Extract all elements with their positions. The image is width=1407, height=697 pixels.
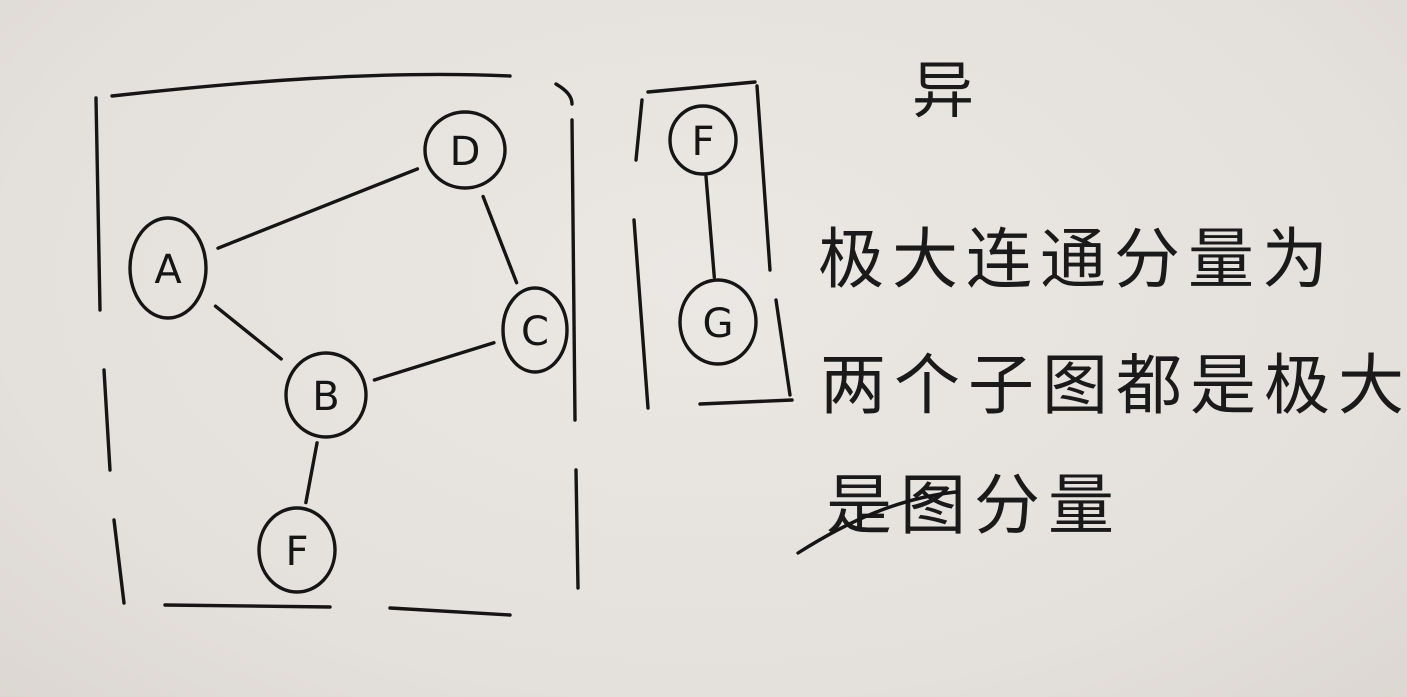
note-line-2: 两个子图都是极大 <box>820 347 1407 424</box>
left-edge-c-b <box>372 341 496 382</box>
left-node-d: D <box>423 110 507 190</box>
left-edge-d-c <box>481 194 519 285</box>
underline-flourish <box>796 490 958 555</box>
right-graph-nodes: FG <box>668 104 758 366</box>
left-node-c: C <box>501 286 569 374</box>
left-edge-b-f <box>304 441 319 505</box>
left-graph-edges <box>213 167 519 505</box>
left-node-f-circle <box>257 506 337 594</box>
left-edge-a-d <box>216 167 420 250</box>
left-node-c-circle <box>501 286 569 374</box>
right-node-g-label: G <box>703 301 734 347</box>
right-node-f-label: F <box>691 119 714 165</box>
left-node-d-label: D <box>450 129 481 175</box>
left-node-b-label: B <box>312 374 339 420</box>
left-graph-nodes: A B C D F <box>128 110 569 594</box>
left-node-a-label: A <box>154 247 182 293</box>
right-edge-f-g <box>704 174 717 279</box>
heading-text: 异 <box>912 54 974 127</box>
left-node-d-circle <box>423 110 507 190</box>
left-node-f: F <box>257 506 337 594</box>
left-node-a-circle <box>128 216 208 320</box>
note-line-3: 是图分量 <box>826 467 1122 544</box>
left-component-boundary <box>94 72 580 617</box>
right-node-f-circle <box>668 104 738 176</box>
right-node-f: F <box>668 104 738 176</box>
left-node-a: A <box>128 216 208 320</box>
right-node-g: G <box>678 278 758 366</box>
left-edge-a-b <box>213 304 283 361</box>
left-node-b: B <box>284 351 368 439</box>
right-node-g-circle <box>678 278 758 366</box>
right-graph-edges <box>704 174 717 279</box>
left-node-c-label: C <box>521 309 549 355</box>
right-component-boundary <box>632 80 794 410</box>
note-line-1: 极大连通分量为 <box>818 221 1336 298</box>
left-node-f-label: F <box>285 529 308 575</box>
left-node-b-circle <box>284 351 368 439</box>
